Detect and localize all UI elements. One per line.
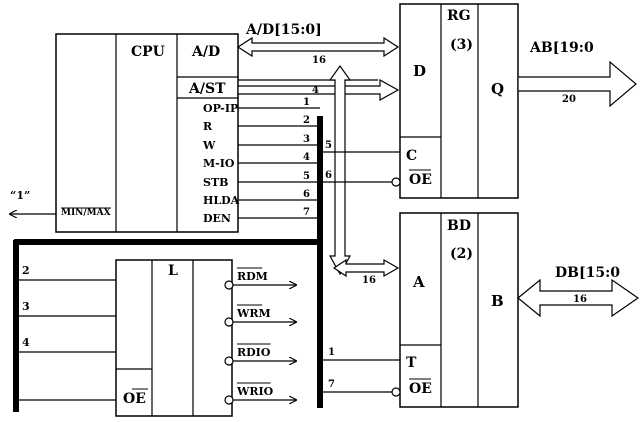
ast-bus: 4 — [237, 78, 400, 102]
cpu-signal-number: 2 — [303, 115, 310, 126]
ast-number: 4 — [312, 85, 319, 96]
cpu-signal-label: HLDA — [203, 194, 240, 207]
cpu-signal-number: 5 — [303, 171, 310, 182]
bd-pin-b: B — [491, 292, 504, 310]
bd-pin-oe: OE — [409, 381, 432, 397]
cpu-signal-number: 7 — [303, 207, 310, 218]
bd-title: BD — [447, 218, 471, 234]
db-bus-label: DB[15:0 — [555, 265, 620, 281]
rg-oe-bubble — [391, 177, 401, 187]
db-bus-width: 16 — [573, 294, 587, 305]
rg-pin-c: C — [406, 148, 417, 164]
rg-title: RG — [447, 8, 471, 24]
l-input-number: 2 — [22, 264, 30, 277]
minmax-label: MIN/MAX — [61, 208, 111, 218]
rg-oe-number: 6 — [325, 170, 332, 181]
ab-bus-label: AB[19:0 — [529, 40, 594, 56]
l-output-label: WRIO — [236, 385, 274, 398]
rg-block: RG (3) D Q C OE — [391, 3, 519, 199]
l-output-label: RDM — [237, 270, 268, 283]
rg-subtitle: (3) — [450, 37, 473, 53]
l-output-bubble — [224, 356, 234, 366]
cpu-block: CPU A/D A/ST MIN/MAX — [55, 33, 239, 233]
cpu-ast-label: A/ST — [188, 81, 226, 97]
bd-control-lines: 1 7 — [320, 347, 400, 393]
l-input-number: 3 — [22, 300, 30, 313]
rg-pin-q: Q — [491, 80, 504, 98]
cpu-signal-number: 6 — [303, 189, 310, 200]
l-output-label: RDIO — [237, 346, 271, 359]
l-oe-label: OE — [123, 391, 146, 407]
internal-vertical-bus: 16 — [328, 64, 400, 286]
l-block-io: 2 3 4 RDM WRM RDIO WRIO — [16, 264, 296, 405]
ad-bus-width: 16 — [312, 55, 326, 66]
cpu-signal-number: 4 — [303, 152, 310, 163]
cpu-signal-label: W — [202, 139, 216, 152]
rg-c-number: 5 — [325, 140, 332, 151]
cpu-signal-number: 1 — [303, 97, 310, 108]
bd-oe-number: 7 — [328, 379, 335, 390]
l-output-bubble — [224, 395, 234, 405]
inner-bus-width: 16 — [362, 275, 376, 286]
cpu-signal-number: 3 — [303, 134, 310, 145]
l-title: L — [168, 263, 178, 279]
minmax-input: “1” — [10, 189, 56, 214]
bd-pin-a: A — [412, 273, 425, 291]
l-output-label: WRM — [236, 307, 271, 320]
bd-subtitle: (2) — [450, 246, 473, 262]
l-output-bubble — [224, 317, 234, 327]
minmax-input-label: “1” — [10, 189, 30, 202]
ad-bus: A/D[15:0] 16 — [236, 22, 400, 66]
rg-pin-d: D — [413, 62, 426, 80]
ad-bus-label: A/D[15:0] — [245, 22, 322, 38]
cpu-signal-label: OP-IP — [203, 102, 238, 115]
bd-block: BD (2) A B T OE — [391, 212, 519, 408]
l-output-bubble — [224, 280, 234, 290]
ab-bus-width: 20 — [562, 94, 576, 105]
bd-t-number: 1 — [328, 347, 335, 358]
cpu-signal-label: R — [203, 120, 213, 133]
cpu-signal-label: M-IO — [203, 157, 235, 170]
l-block: L OE — [115, 259, 233, 417]
ab-bus: AB[19:0 20 — [517, 40, 637, 108]
rg-control-lines: 5 6 — [320, 140, 400, 183]
cpu-signal-label: DEN — [203, 212, 231, 225]
cpu-signal-label: STB — [203, 176, 228, 189]
cpu-ad-label: A/D — [191, 44, 220, 60]
l-input-number: 4 — [22, 336, 30, 349]
rg-pin-oe: OE — [409, 172, 432, 188]
bd-oe-bubble — [391, 387, 401, 397]
db-bus: DB[15:0 16 — [517, 265, 640, 318]
cpu-title: CPU — [131, 44, 165, 60]
bd-pin-t: T — [406, 355, 417, 371]
